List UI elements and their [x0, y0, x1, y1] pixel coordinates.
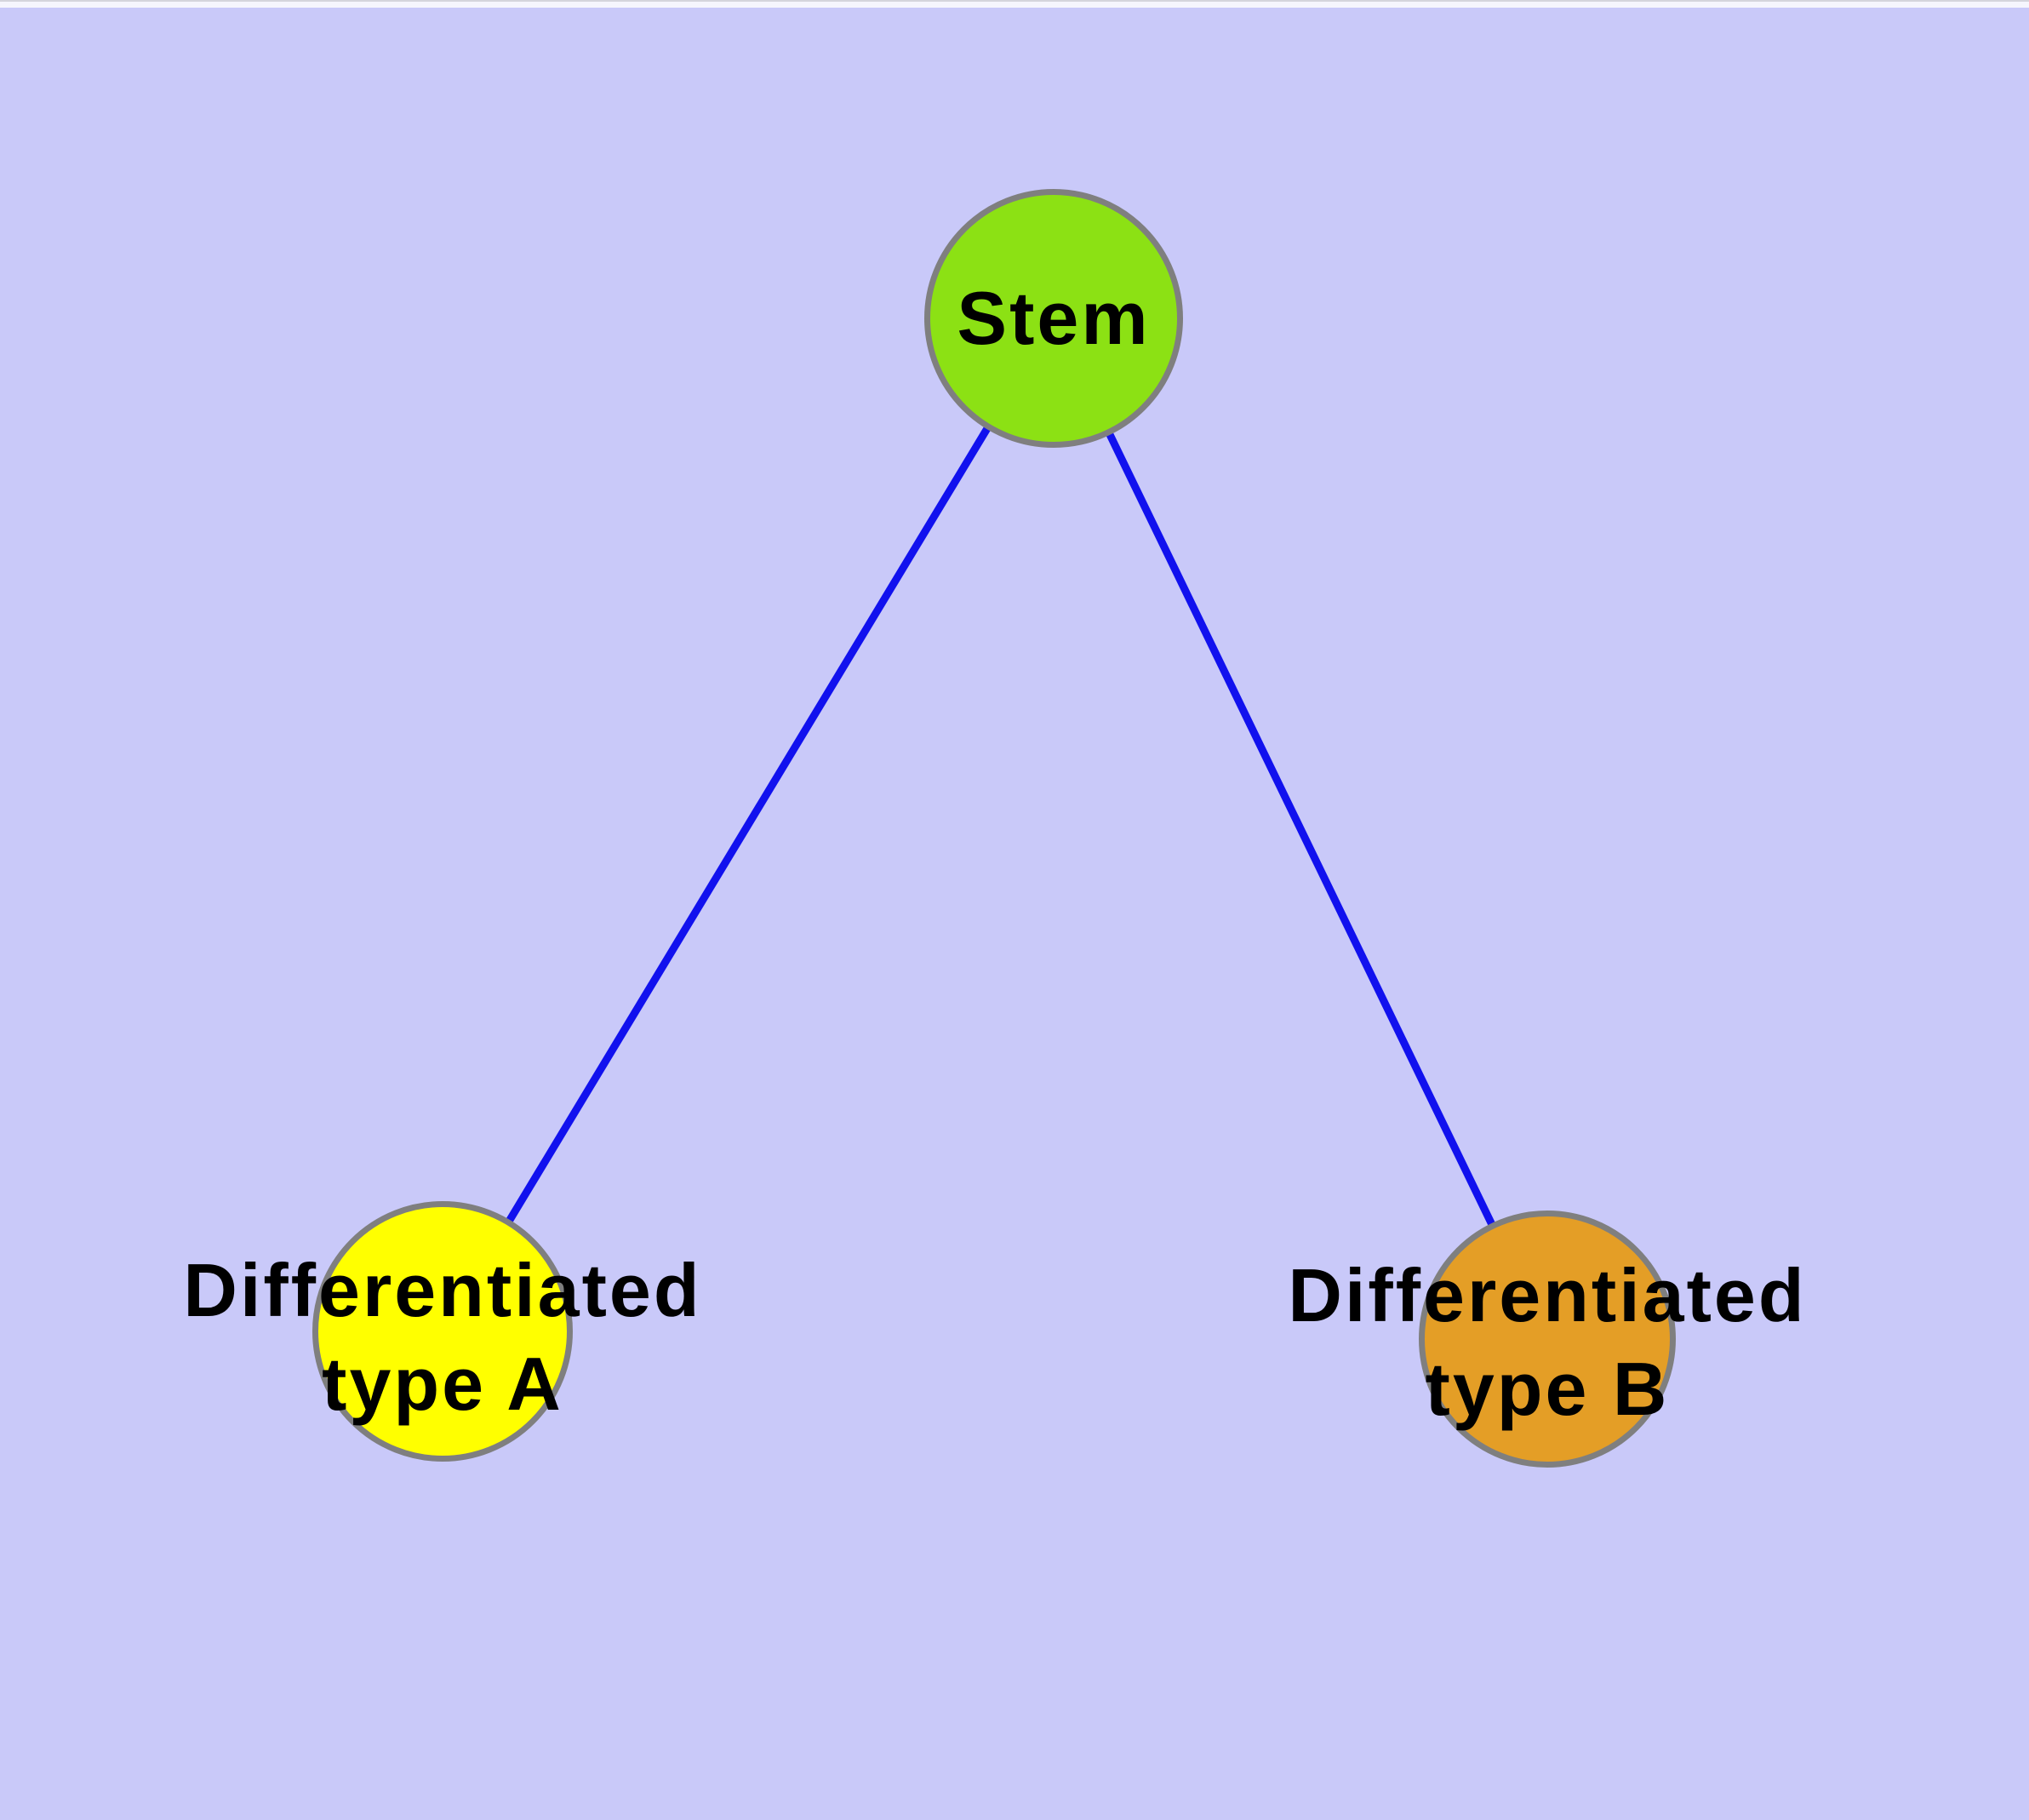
node-differentiated-type-a — [312, 1201, 573, 1462]
node-differentiated-type-b-label: Differentiated type B — [1207, 1249, 1888, 1436]
node-differentiated-type-a-label: Differentiated type A — [102, 1244, 783, 1431]
node-differentiated-type-b — [1419, 1210, 1676, 1468]
node-stem: Stem — [924, 189, 1183, 448]
label-line-1: Differentiated — [1288, 1253, 1807, 1337]
node-stem-label: Stem — [957, 276, 1151, 360]
label-line-2: type B — [1425, 1347, 1670, 1431]
window-top-strip — [0, 0, 2029, 8]
edge-stem-to-type-a — [439, 316, 1057, 1334]
edge-stem-to-type-b — [1049, 317, 1552, 1341]
label-line-2: type A — [322, 1342, 563, 1426]
label-line-1: Differentiated — [183, 1248, 702, 1332]
